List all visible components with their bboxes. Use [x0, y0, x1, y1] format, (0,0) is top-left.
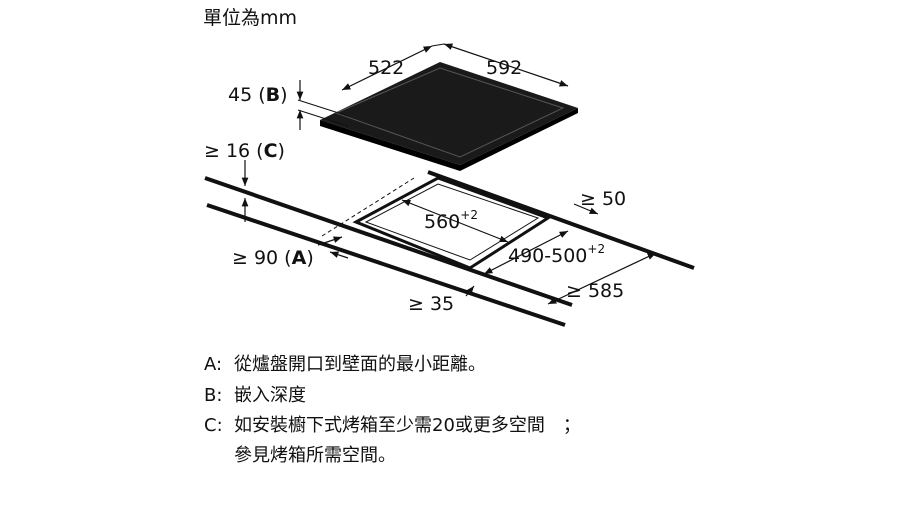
hob-width-line: [443, 43, 569, 87]
hob-depth-line: [341, 45, 433, 91]
hob-top-surface: [320, 62, 578, 165]
front-min-label: ≥ 35: [408, 293, 454, 315]
oven-gap-label: ≥ 16 (C): [204, 140, 285, 162]
cutout-depth-label: 490-500+2: [508, 242, 605, 267]
counter-depth-line: [547, 252, 657, 305]
cutout-depth-line: [483, 230, 569, 275]
side-min-label: ≥ 50: [580, 188, 626, 210]
wall-distance-label: ≥ 90 (A): [232, 247, 314, 269]
note-text-a: 從爐盤開口到壁面的最小距離。: [234, 354, 486, 375]
note-text-b: 嵌入深度: [234, 385, 306, 406]
hob-illustration: [320, 62, 578, 171]
hob-side-edge: [460, 108, 578, 171]
note-key-c: C:: [204, 415, 223, 436]
embed-depth-label: 45 (B): [228, 84, 288, 106]
counter-depth-label: ≥ 585: [566, 280, 624, 302]
hob-depth-label: 522: [368, 57, 404, 79]
cutout-outline: [352, 176, 552, 270]
note-text-c-continued: 參見烤箱所需空間。: [234, 445, 396, 466]
notes-legend: A: 從爐盤開口到壁面的最小距離。 B: 嵌入深度 C: 如安裝櫥下式烤箱至少需…: [204, 354, 581, 466]
note-key-a: A:: [204, 354, 222, 375]
cutout-width-label: 560+2: [424, 208, 478, 233]
hob-width-label: 592: [486, 57, 522, 79]
note-key-b: B:: [204, 385, 222, 406]
note-text-c: 如安裝櫥下式烤箱至少需20或更多空間 ；: [234, 415, 581, 436]
hob-front-edge: [320, 120, 460, 171]
unit-label: 單位為mm: [203, 7, 297, 29]
countertop: [204, 170, 695, 327]
